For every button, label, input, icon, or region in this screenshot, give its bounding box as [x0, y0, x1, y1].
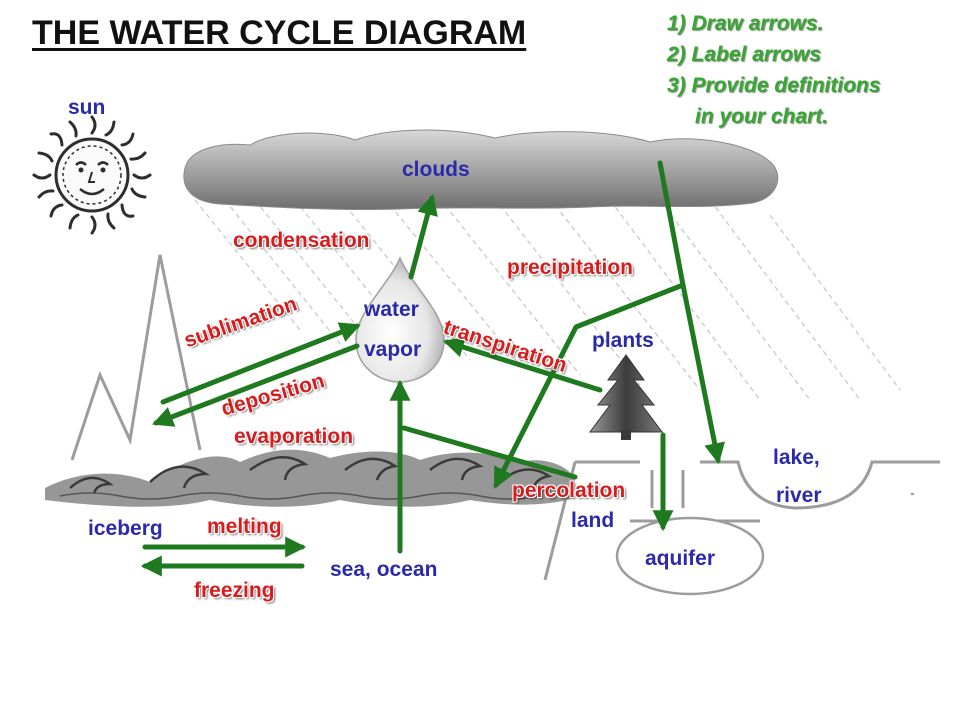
- evaporation-label: evaporation: [234, 425, 354, 448]
- condensation-arrow: [408, 193, 438, 280]
- river-label: river: [776, 484, 822, 507]
- precipitation-lake-arrow: [680, 282, 726, 465]
- deposition-arrow: [152, 343, 360, 427]
- small-dot: [911, 493, 914, 495]
- cloud-shape: [183, 129, 779, 211]
- instruction-step-2: 2) Label arrows: [667, 43, 822, 66]
- page-title: THE WATER CYCLE DIAGRAM: [32, 14, 527, 52]
- water-label: water: [364, 298, 419, 321]
- condensation-label: condensation: [233, 229, 370, 252]
- vapor-label: vapor: [364, 338, 422, 361]
- percolation-label: percolation: [512, 479, 626, 502]
- instruction-step-3: 3) Provide definitions: [667, 74, 881, 97]
- mountain-outline: [70, 254, 202, 461]
- freezing-label: freezing: [194, 579, 275, 602]
- sun-icon: [32, 115, 152, 235]
- ground-lines: [543, 460, 940, 581]
- sublimation-arrow: [160, 322, 361, 405]
- aquifer-label: aquifer: [645, 547, 716, 570]
- melting-label: melting: [207, 515, 282, 538]
- cycle-arrows: [140, 160, 726, 577]
- clouds-label: clouds: [402, 158, 470, 181]
- land-label: land: [571, 509, 615, 532]
- sun-label: sun: [68, 96, 106, 119]
- sea-ocean-label: sea, ocean: [330, 558, 438, 581]
- lake-label: lake,: [773, 446, 820, 469]
- instructions: 1) Draw arrows. 2) Label arrows 3) Provi…: [667, 8, 957, 132]
- plants-label: plants: [592, 329, 654, 352]
- ocean-waves: [45, 449, 575, 507]
- instruction-step-3-cont: in your chart.: [695, 105, 829, 128]
- tree-icon: [589, 354, 663, 440]
- aquifer-shape: [615, 516, 765, 596]
- instruction-step-1: 1) Draw arrows.: [667, 12, 824, 35]
- transpiration-arrow: [442, 337, 603, 393]
- precipitation-arrow: [493, 160, 686, 489]
- precipitation-label: precipitation: [507, 256, 634, 279]
- land-runoff-line: [401, 425, 578, 480]
- iceberg-label: iceberg: [88, 517, 163, 540]
